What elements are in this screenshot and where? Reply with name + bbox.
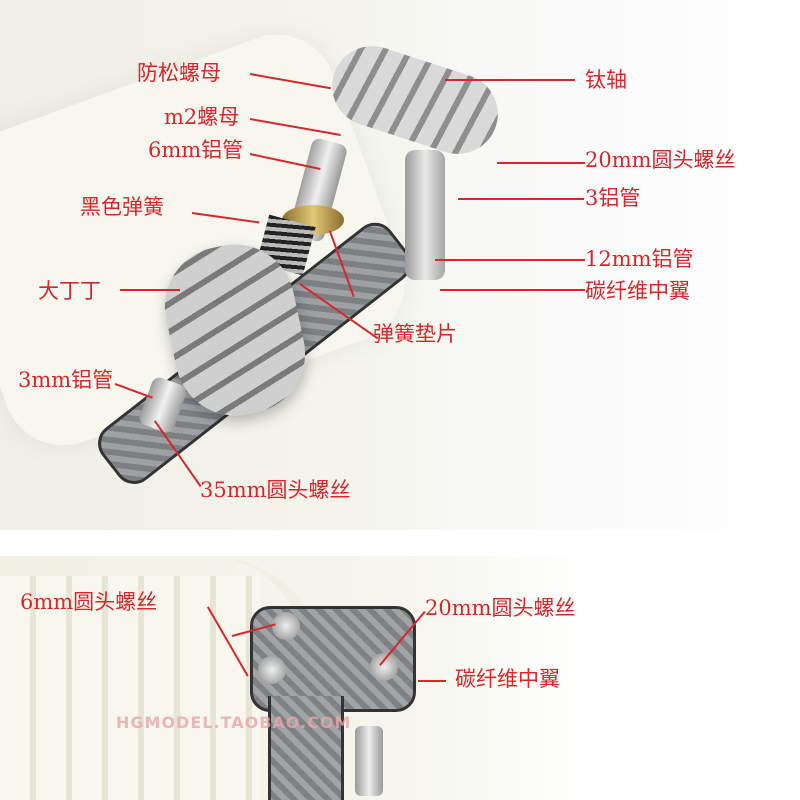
label-titanium-shaft: 钛轴: [585, 68, 627, 92]
label-3mm-tube: 3mm铝管: [18, 368, 114, 392]
label-6mm-screw: 6mm圆头螺丝: [20, 590, 158, 614]
screw-head: [258, 656, 286, 684]
label-spring-washer: 弹簧垫片: [373, 322, 457, 346]
label-black-spring: 黑色弹簧: [80, 195, 164, 219]
top-product-photo: 防松螺母 m2螺母 6mm铝管 黑色弹簧 大丁丁 3mm铝管 钛轴 20mm圆头…: [0, 0, 800, 530]
label-6mm-tube: 6mm铝管: [148, 138, 244, 162]
carbon-plate-arm: [268, 696, 344, 800]
label-20mm-screw-bottom: 20mm圆头螺丝: [425, 596, 576, 620]
screw-head: [272, 612, 300, 640]
label-lock-nut: 防松螺母: [137, 61, 221, 85]
label-35mm-screw: 35mm圆头螺丝: [200, 478, 351, 502]
label-carbon-mid-wing: 碳纤维中翼: [585, 279, 690, 303]
watermark: HGMODEL.TAOBAO.COM: [116, 713, 352, 732]
screw-head: [370, 653, 398, 681]
label-12mm-tube: 12mm铝管: [585, 247, 694, 271]
label-20mm-screw: 20mm圆头螺丝: [585, 148, 736, 172]
label-big-weight: 大丁丁: [38, 279, 101, 303]
aluminum-post: [355, 726, 383, 796]
label-carbon-mid-wing-bottom: 碳纤维中翼: [455, 667, 560, 691]
bottom-product-photo: HGMODEL.TAOBAO.COM 6mm圆头螺丝 20mm圆头螺丝 碳纤维中…: [0, 556, 800, 800]
label-m2-nut: m2螺母: [164, 105, 240, 129]
label-3-tube: 3铝管: [585, 186, 641, 210]
aluminum-post: [405, 150, 445, 280]
